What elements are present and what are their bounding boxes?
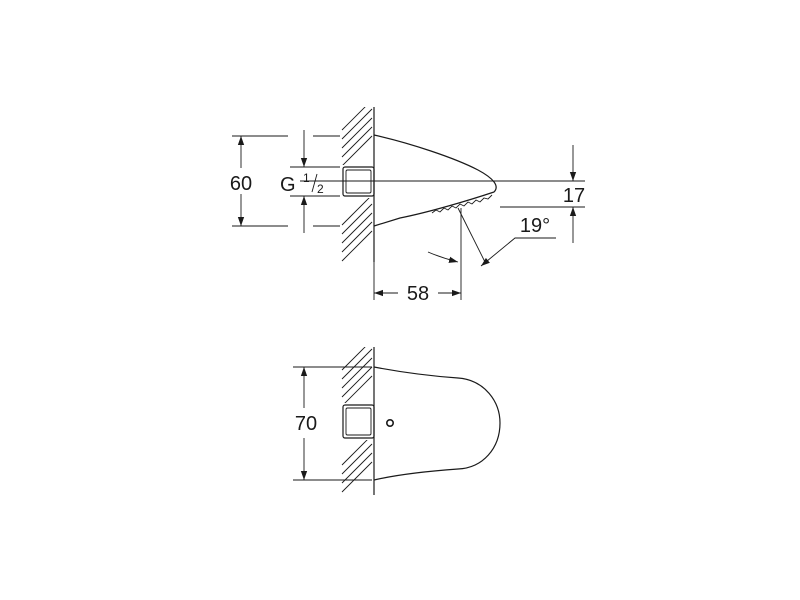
side-wall-hatch-lower <box>341 198 373 262</box>
angle-leader <box>480 237 556 267</box>
spray-nozzles <box>431 194 493 214</box>
front-connector <box>342 404 375 439</box>
spray-angled-line <box>457 207 486 263</box>
hatch-line <box>341 203 373 235</box>
hatch-line <box>344 375 373 403</box>
front-view: 70 <box>293 347 501 495</box>
front-spout-body <box>373 366 501 481</box>
hatch-line <box>341 230 373 262</box>
side-wall-hatch-upper <box>341 107 373 165</box>
hatch-line <box>341 366 373 398</box>
hatch-line <box>342 135 373 165</box>
front-wall-hatch-lower <box>341 440 373 493</box>
angle-arc-left <box>427 251 459 263</box>
dim-60-label: 60 <box>230 173 252 195</box>
hatch-line <box>341 212 373 244</box>
front-wall-hatch-upper <box>341 347 373 403</box>
hatch-line <box>341 443 373 475</box>
front-connector-inner <box>345 407 372 436</box>
spray-angle-label: 19° <box>520 215 550 237</box>
thread-fraction-slash <box>311 173 318 193</box>
side-connector-inner <box>345 169 372 194</box>
hatch-line <box>341 452 373 484</box>
hatch-line <box>341 107 366 131</box>
hatch-line <box>341 108 373 140</box>
hatch-line <box>341 347 366 371</box>
side-connector <box>342 166 375 197</box>
hatch-line <box>341 348 373 380</box>
hatch-line <box>341 440 368 466</box>
mounting-screw-icon <box>385 418 394 427</box>
hatch-line <box>341 221 373 253</box>
thread-label-num: 1 <box>303 171 310 185</box>
spout-body <box>373 134 497 227</box>
dim-58-label: 58 <box>407 283 429 305</box>
dim-17-label: 17 <box>563 185 585 207</box>
dim-70-label: 70 <box>295 413 317 435</box>
thread-label-prefix: G <box>280 174 296 196</box>
hatch-line <box>341 357 373 389</box>
hatch-line <box>341 117 373 149</box>
hatch-line <box>341 126 373 158</box>
hatch-line <box>341 461 373 493</box>
thread-label-den: 2 <box>317 182 324 196</box>
hatch-line <box>341 198 370 226</box>
side-view: 60 G 1 2 17 19° 58 <box>230 107 585 305</box>
